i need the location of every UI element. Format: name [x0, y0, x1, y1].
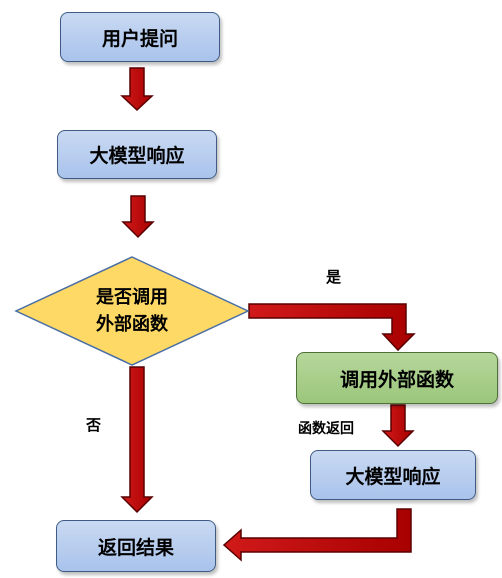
node-call-external-function-label: 调用外部函数	[339, 368, 454, 391]
edge-label-yes: 是	[326, 268, 342, 286]
arrow-back-to-result	[222, 508, 412, 562]
decision-label-line1: 是否调用	[96, 287, 168, 308]
edge-label-no: 否	[86, 416, 102, 434]
node-user-question-label: 用户提问	[101, 27, 178, 50]
arrow-down-1	[120, 67, 154, 112]
node-llm-response-2-label: 大模型响应	[345, 465, 441, 488]
arrow-yes	[248, 303, 416, 352]
decision-call-external-function: 是否调用 外部函数	[14, 255, 250, 367]
node-llm-response-1: 大模型响应	[57, 130, 217, 179]
arrow-function-return	[381, 404, 415, 448]
node-llm-response-1-label: 大模型响应	[89, 145, 185, 167]
node-return-result-label: 返回结果	[97, 536, 174, 559]
decision-diamond-shape	[14, 256, 250, 366]
node-return-result: 返回结果	[56, 520, 216, 572]
decision-label-line2: 外部函数	[96, 314, 168, 335]
node-llm-response-2: 大模型响应	[310, 450, 476, 500]
arrow-down-2	[121, 195, 155, 239]
node-call-external-function: 调用外部函数	[296, 352, 498, 404]
node-user-question: 用户提问	[60, 12, 220, 62]
edge-label-function-return: 函数返回	[298, 421, 354, 437]
arrow-no	[120, 366, 154, 514]
